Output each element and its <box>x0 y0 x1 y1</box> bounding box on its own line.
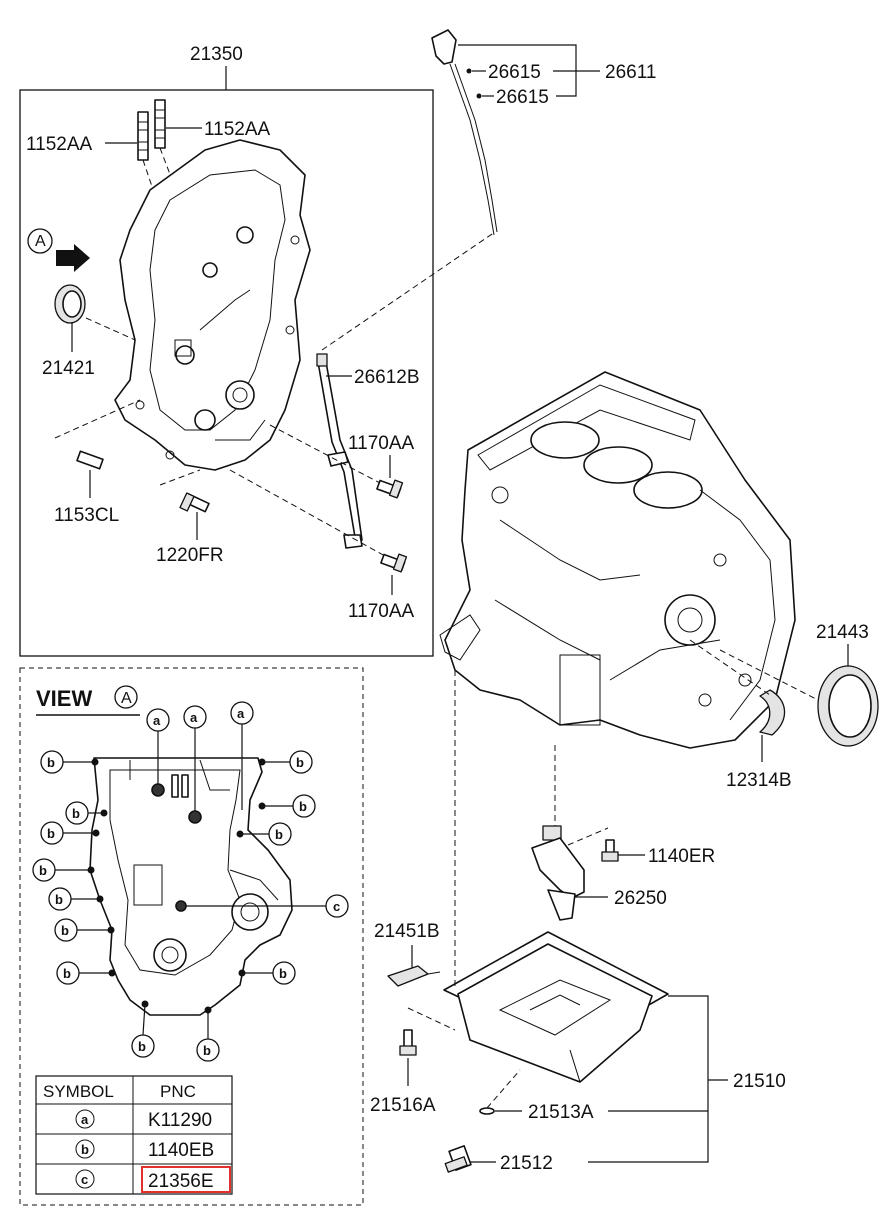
table-header-pnc: PNC <box>160 1082 196 1101</box>
label-12314B: 12314B <box>726 770 792 791</box>
bolt-1140ER <box>601 839 619 862</box>
bolt-1170AA-top <box>376 479 404 499</box>
callout-b-5: b <box>55 892 63 907</box>
timing-cover-box <box>19 89 434 657</box>
view-arrow-icon <box>56 244 90 272</box>
bracket-21510 <box>588 995 709 1163</box>
view-title: VIEW <box>36 686 92 711</box>
view-a-cover <box>89 757 293 1016</box>
callout-a-3: a <box>237 706 245 721</box>
stud-1152AA-left <box>137 111 149 161</box>
callout-b-3: b <box>47 826 55 841</box>
callout-c: c <box>333 899 340 914</box>
table-header-symbol: SYMBOL <box>43 1082 114 1101</box>
label-26611: 26611 <box>605 62 656 83</box>
bolt-1170AA-bottom <box>380 553 408 573</box>
callout-b-2: b <box>72 806 80 821</box>
bolt-1220FR <box>179 492 210 513</box>
label-1140ER: 1140ER <box>648 846 715 867</box>
callout-b-11: b <box>299 799 307 814</box>
callout-a-2: a <box>190 710 198 725</box>
label-1152AA-left: 1152AA <box>26 134 93 155</box>
thrust-bearing-12314B <box>759 689 786 736</box>
table-symbol-c: c <box>81 1172 88 1187</box>
label-26615-top: 26615 <box>488 62 541 83</box>
callout-b-6: b <box>61 923 69 938</box>
label-21421: 21421 <box>42 358 95 379</box>
label-21513A: 21513A <box>528 1102 594 1123</box>
label-21350: 21350 <box>190 44 243 65</box>
drain-plug-21512 <box>444 1145 472 1173</box>
label-21512: 21512 <box>500 1153 553 1174</box>
dipstick-26611 <box>431 29 498 236</box>
oil-strainer-26250 <box>531 825 585 921</box>
label-26612B: 26612B <box>354 367 420 388</box>
highlight-box <box>141 1166 231 1193</box>
timing-cover-group: 21350 1152AA 1152AA A <box>19 44 496 657</box>
symbol-table: SYMBOL PNC a K11290 b 1140EB c 21356E <box>35 1075 233 1195</box>
stud-1152AA-right <box>154 99 166 149</box>
table-symbol-b: b <box>81 1142 89 1157</box>
label-1170AA-bottom: 1170AA <box>348 601 415 622</box>
callout-a-1: a <box>153 713 161 728</box>
view-a-b-callouts: b b b b b b b b b <box>32 750 316 1062</box>
callout-a-letter: A <box>35 233 46 250</box>
label-26250: 26250 <box>614 888 667 909</box>
callout-b-8: b <box>138 1039 146 1054</box>
seal-21443 <box>817 665 879 747</box>
label-21443: 21443 <box>816 622 869 643</box>
oring-26615-bottom <box>476 93 482 99</box>
view-a-box <box>19 667 364 1206</box>
label-21516A: 21516A <box>370 1095 436 1116</box>
label-21510: 21510 <box>733 1071 786 1092</box>
timing-cover <box>114 139 311 471</box>
oring-26615-top <box>466 68 472 74</box>
callout-b-1: b <box>47 755 55 770</box>
dipstick-group: 26615 26615 26611 <box>431 29 656 236</box>
view-a-panel: VIEW A a a a <box>19 667 364 1206</box>
label-1220FR: 1220FR <box>156 545 224 566</box>
label-21451B: 21451B <box>374 921 440 942</box>
label-1153CL: 1153CL <box>54 505 119 526</box>
oil-pan-21510 <box>443 931 669 1083</box>
callout-b-10: b <box>296 755 304 770</box>
cylinder-block <box>439 371 796 749</box>
callout-b-12: b <box>275 827 283 842</box>
label-1170AA-top: 1170AA <box>348 433 415 454</box>
dipstick-tube-26612B <box>316 353 363 549</box>
table-pnc-c[interactable]: 21356E <box>148 1171 214 1192</box>
callout-b-7: b <box>63 966 71 981</box>
callout-a-circle <box>27 228 53 254</box>
bolt-21516A <box>399 1029 417 1056</box>
label-26615-bottom: 26615 <box>496 87 549 108</box>
callout-b-13: b <box>279 966 287 981</box>
seal-21421 <box>54 284 86 324</box>
drain-gasket-21513A <box>479 1107 495 1115</box>
callout-b-4: b <box>39 863 47 878</box>
sealant-tube-21451B <box>387 965 441 987</box>
stud-1153CL <box>76 450 104 470</box>
callout-b-9: b <box>203 1043 211 1058</box>
label-1152AA-right: 1152AA <box>204 119 271 140</box>
table-pnc-a: K11290 <box>148 1110 212 1131</box>
table-symbol-a: a <box>81 1112 89 1127</box>
view-marker: A <box>121 690 132 707</box>
table-pnc-b: 1140EB <box>148 1140 214 1161</box>
